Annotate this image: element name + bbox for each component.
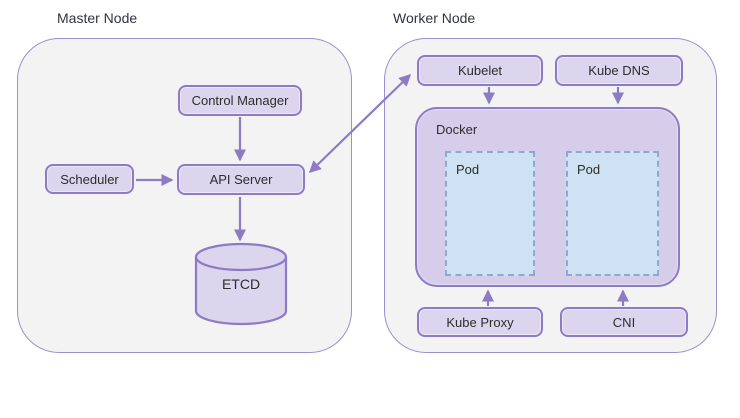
scheduler-label: Scheduler <box>60 171 119 187</box>
kube-dns-label: Kube DNS <box>588 63 650 78</box>
etcd-label: ETCD <box>221 276 261 292</box>
cni-node: CNI <box>560 307 688 337</box>
docker-label: Docker <box>436 122 478 137</box>
pod-node-right: Pod <box>566 151 659 276</box>
docker-container: Docker Pod Pod <box>415 107 680 287</box>
pod-right-label: Pod <box>577 162 601 177</box>
api-server-label: API Server <box>209 172 273 187</box>
cni-label: CNI <box>612 314 636 330</box>
master-node-title: Master Node <box>57 10 138 26</box>
scheduler-node: Scheduler <box>45 164 134 194</box>
api-server-node: API Server <box>177 164 305 195</box>
pod-left-label: Pod <box>456 162 480 177</box>
etcd-cylinder-icon <box>194 242 288 326</box>
worker-node-title: Worker Node <box>393 10 476 26</box>
kubelet-node: Kubelet <box>417 55 543 86</box>
control-manager-label: Control Manager <box>191 93 289 108</box>
pod-node-left: Pod <box>445 151 535 276</box>
kube-proxy-label: Kube Proxy <box>446 314 514 330</box>
kube-proxy-node: Kube Proxy <box>417 307 543 337</box>
control-manager-node: Control Manager <box>178 85 302 116</box>
kubelet-label: Kubelet <box>457 63 503 78</box>
kube-dns-node: Kube DNS <box>555 55 683 86</box>
